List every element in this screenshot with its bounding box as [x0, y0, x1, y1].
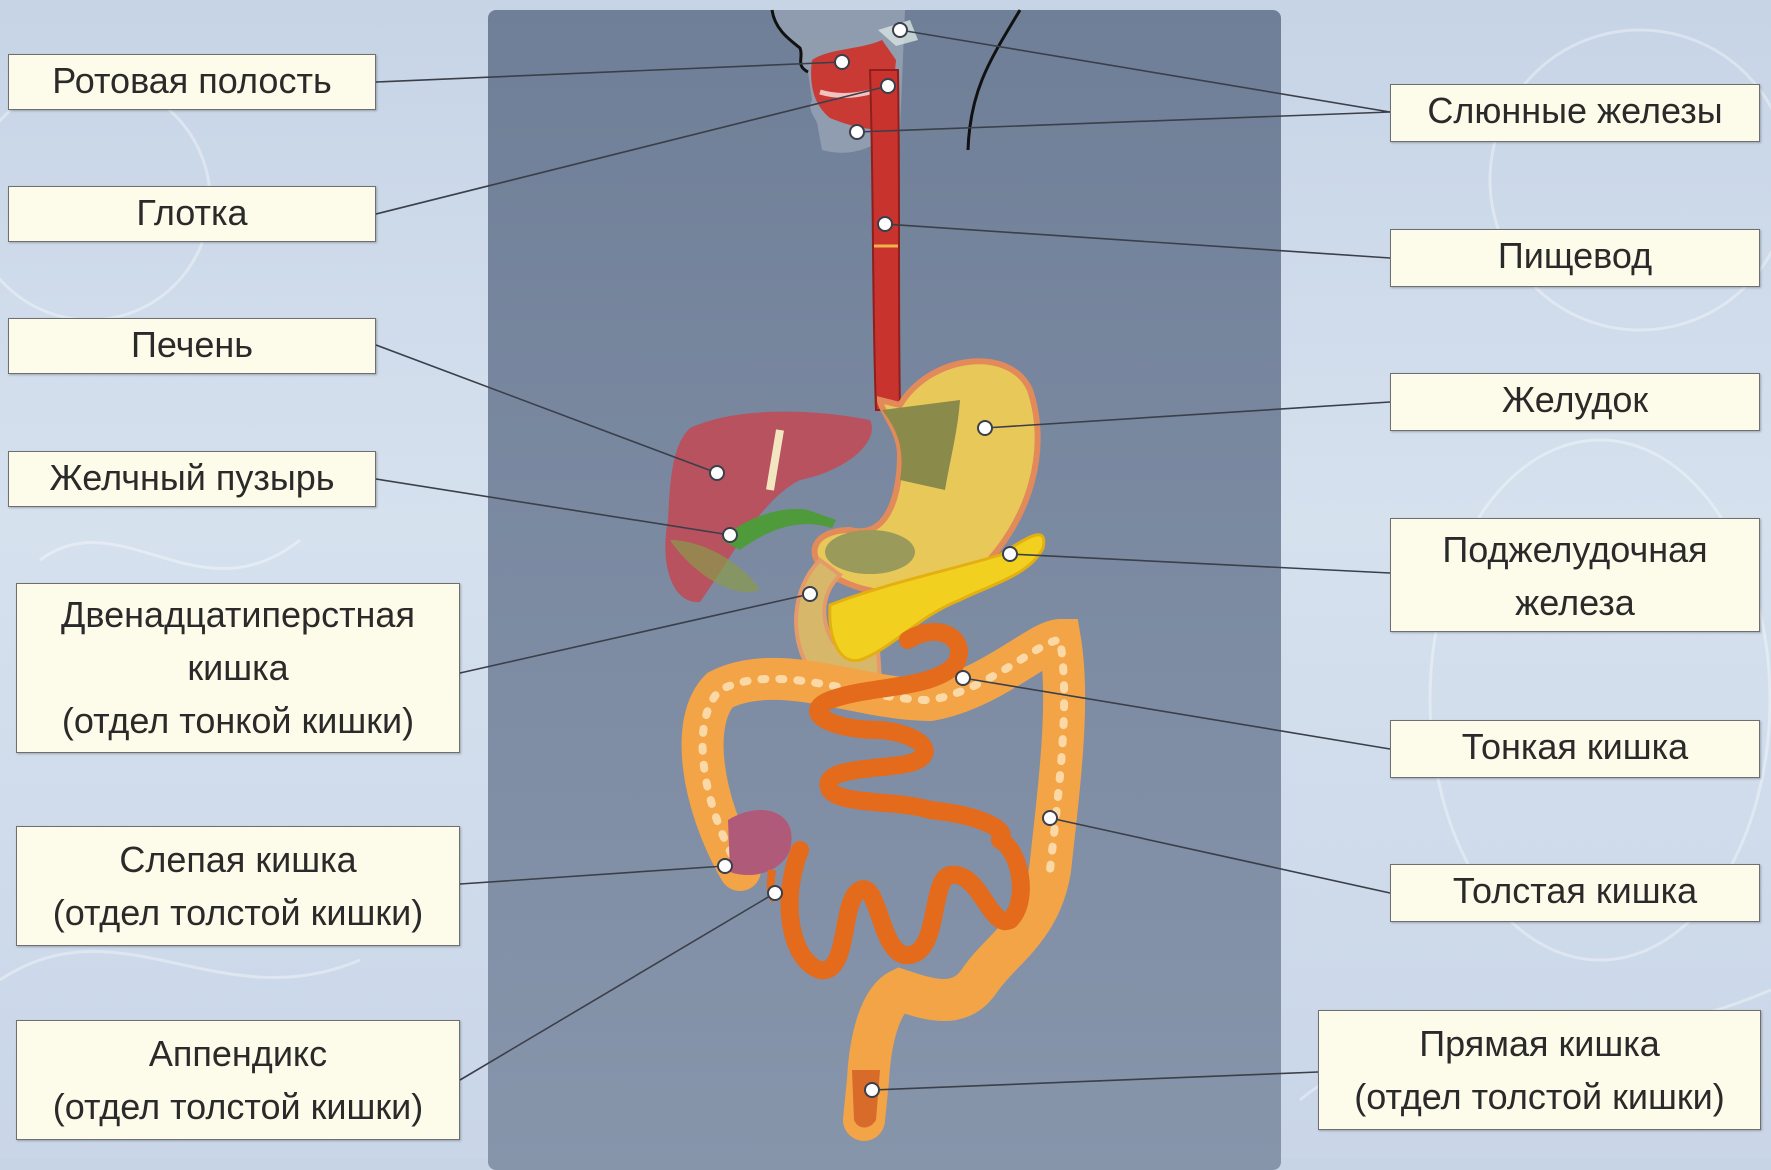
large-intestine-shape	[703, 640, 1065, 1120]
label-pancreas-line-1: Поджелудочная	[1391, 523, 1759, 576]
label-large-intestine-text: Толстая кишка	[1391, 865, 1759, 917]
label-stomach-text: Желудок	[1391, 374, 1759, 426]
label-large-intestine[interactable]: Толстая кишка	[1390, 864, 1760, 922]
label-duodenum-line-1: Двенадцатиперстная	[17, 588, 459, 641]
label-cecum-line-1: Слепая кишка	[17, 833, 459, 886]
label-salivary-glands-text: Слюнные железы	[1391, 85, 1759, 137]
label-rectum-line-2: (отдел толстой кишки)	[1319, 1070, 1760, 1123]
label-small-intestine-text: Тонкая кишка	[1391, 721, 1759, 773]
rectum-shape	[852, 1070, 880, 1128]
label-esophagus-text: Пищевод	[1391, 230, 1759, 282]
label-gallbladder[interactable]: Желчный пузырь	[8, 451, 376, 507]
label-appendix-line-1: Аппендикс	[17, 1027, 459, 1080]
cecum-shape	[728, 810, 792, 875]
label-liver[interactable]: Печень	[8, 318, 376, 374]
label-small-intestine[interactable]: Тонкая кишка	[1390, 720, 1760, 778]
label-pancreas-line-2: железа	[1391, 576, 1759, 629]
label-appendix[interactable]: Аппендикс (отдел толстой кишки)	[16, 1020, 460, 1140]
esophagus-shape	[870, 70, 900, 410]
label-pharynx-text: Глотка	[9, 187, 375, 239]
label-stomach[interactable]: Желудок	[1390, 373, 1760, 431]
label-esophagus[interactable]: Пищевод	[1390, 229, 1760, 287]
appendix-shape	[771, 870, 775, 900]
label-pharynx[interactable]: Глотка	[8, 186, 376, 242]
label-rectum[interactable]: Прямая кишка (отдел толстой кишки)	[1318, 1010, 1761, 1130]
label-duodenum-line-3: (отдел тонкой кишки)	[17, 694, 459, 747]
label-mouth-text: Ротовая полость	[9, 55, 375, 107]
label-gallbladder-text: Желчный пузырь	[9, 452, 375, 504]
label-liver-text: Печень	[9, 319, 375, 371]
label-appendix-line-2: (отдел толстой кишки)	[17, 1080, 459, 1133]
label-cecum[interactable]: Слепая кишка (отдел толстой кишки)	[16, 826, 460, 946]
label-duodenum[interactable]: Двенадцатиперстная кишка (отдел тонкой к…	[16, 583, 460, 753]
label-rectum-line-1: Прямая кишка	[1319, 1017, 1760, 1070]
label-mouth[interactable]: Ротовая полость	[8, 54, 376, 110]
label-salivary-glands[interactable]: Слюнные железы	[1390, 84, 1760, 142]
label-duodenum-line-2: кишка	[17, 641, 459, 694]
label-pancreas[interactable]: Поджелудочная железа	[1390, 518, 1760, 632]
label-cecum-line-2: (отдел толстой кишки)	[17, 886, 459, 939]
